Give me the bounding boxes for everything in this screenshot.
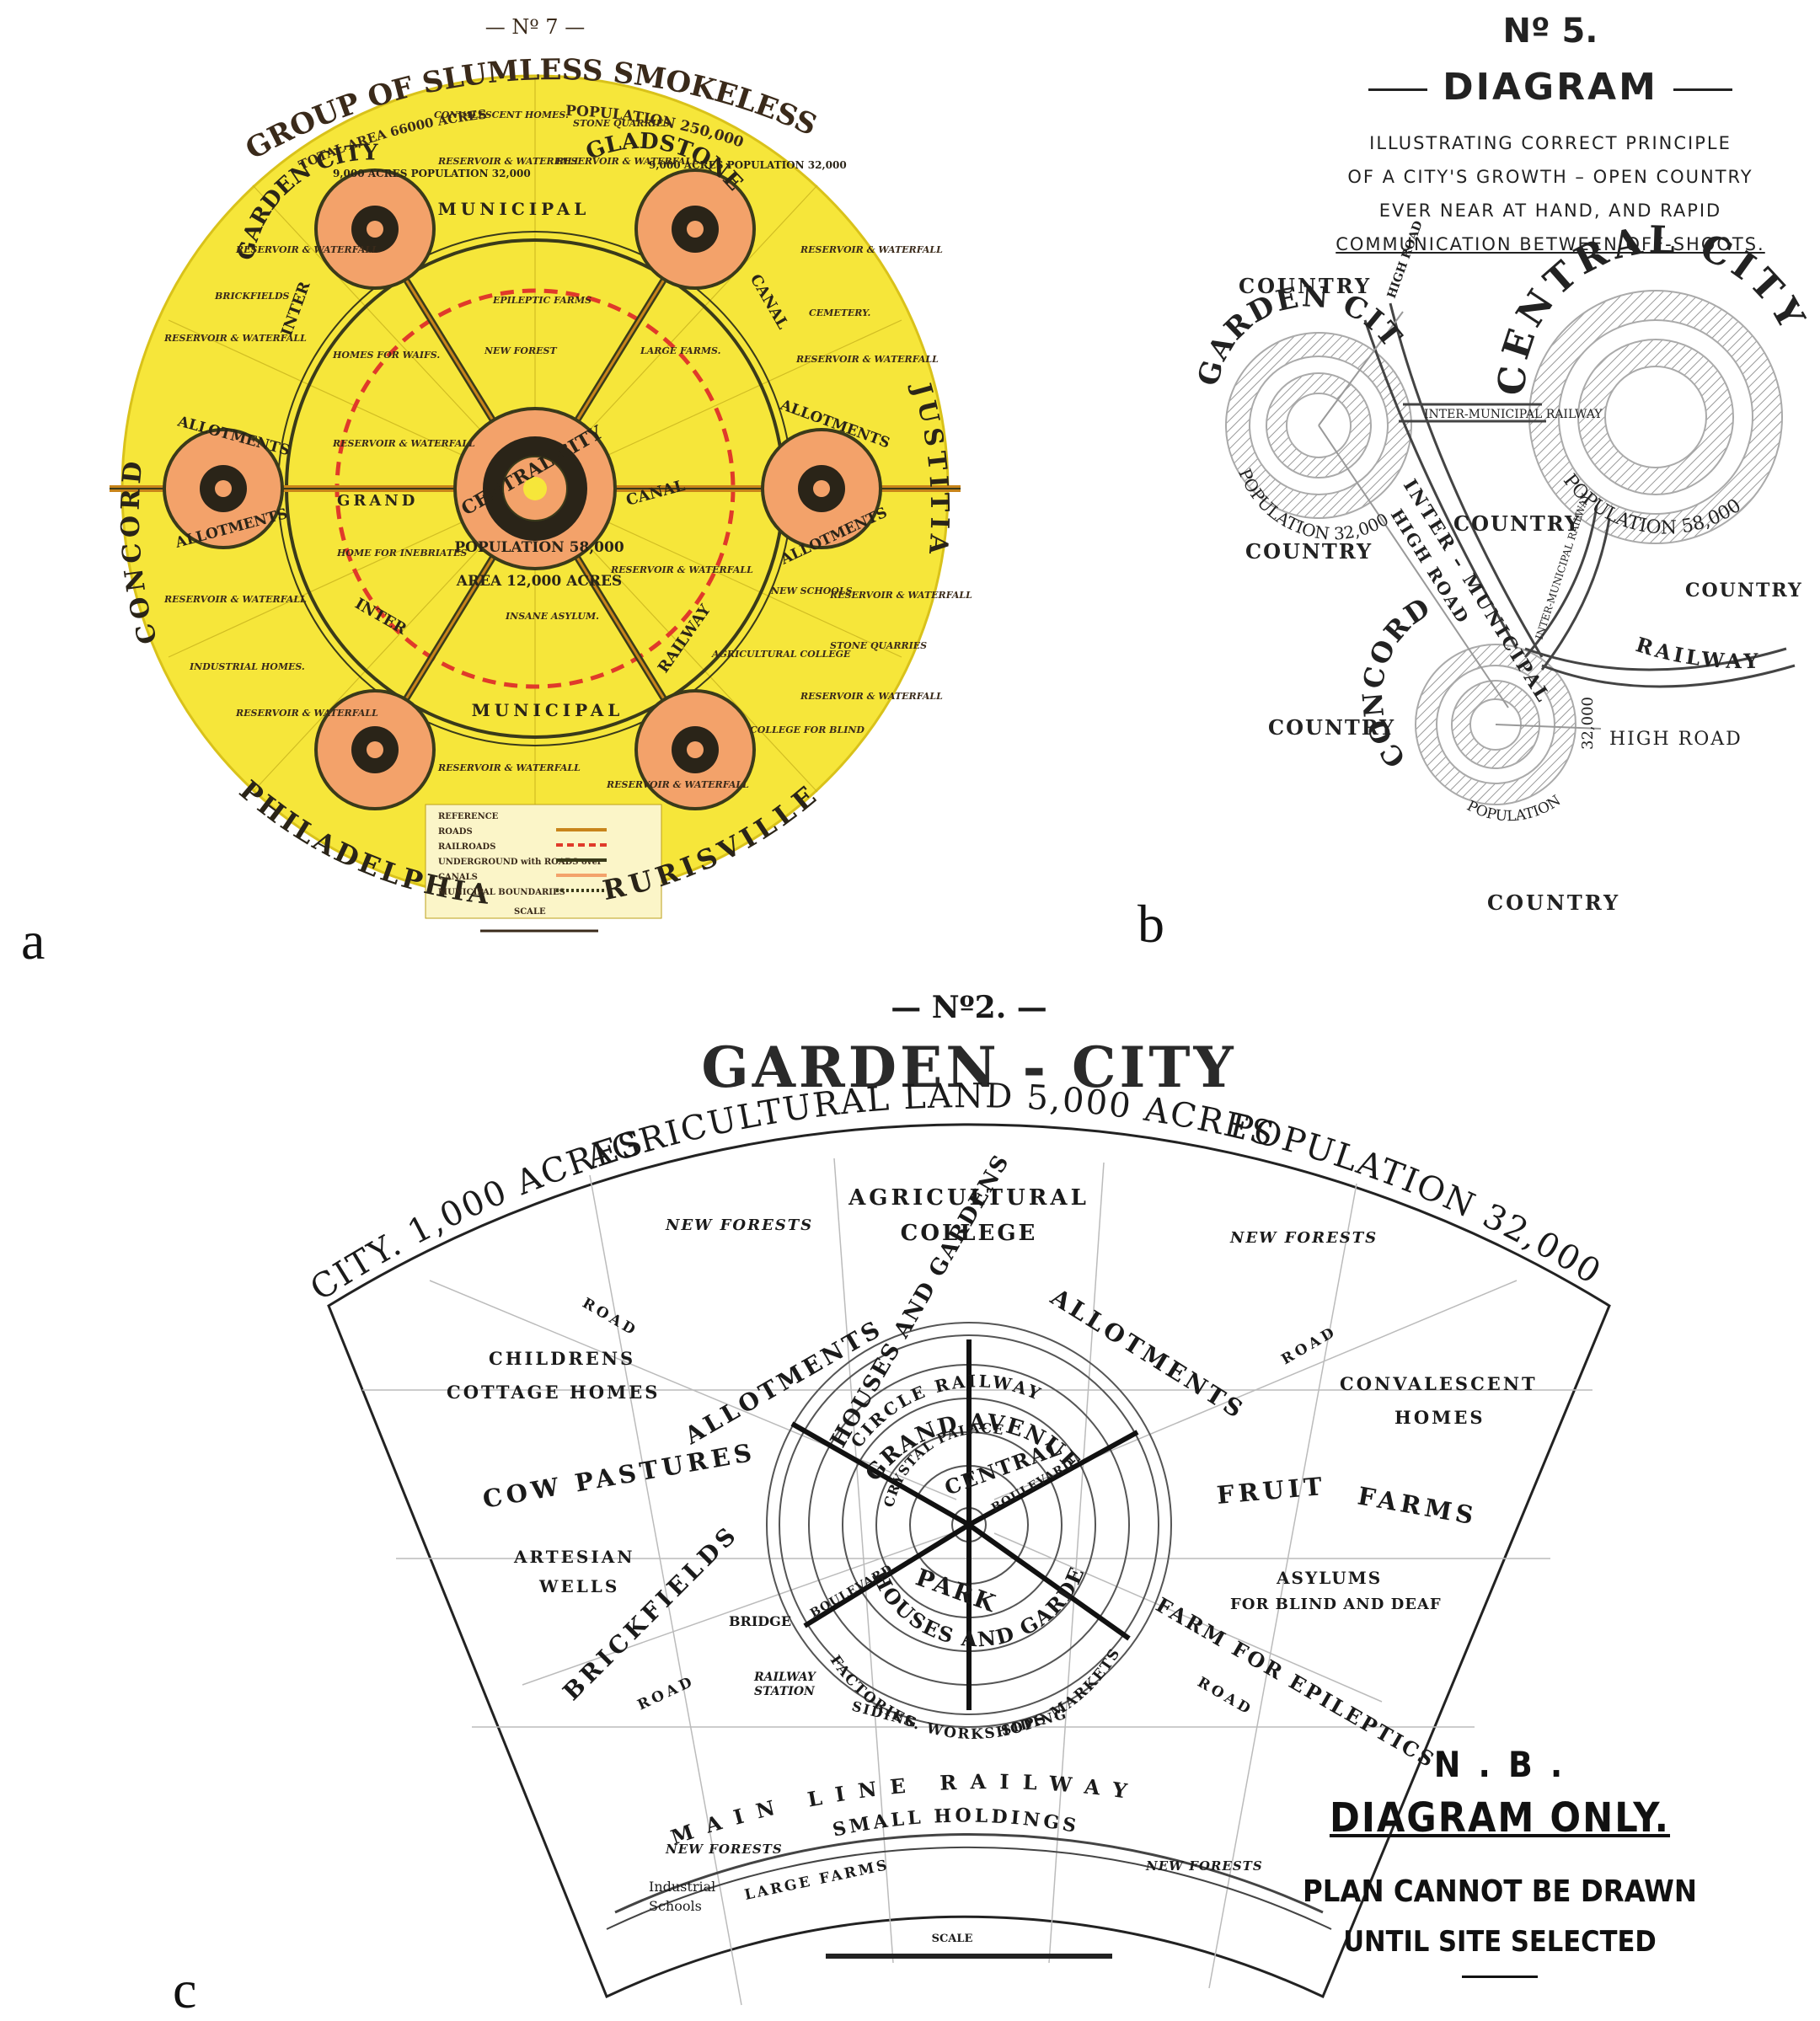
a-stone-quarries-2: STONE QUARRIES — [830, 640, 927, 651]
a-number: — Nº 7 — — [485, 15, 585, 39]
a-large-farms: LARGE FARMS. — [640, 345, 721, 356]
b-desc-line-2: EVER NEAR AT HAND, AND RAPID — [1378, 200, 1722, 221]
a-legend-0: REFERENCE — [438, 812, 499, 821]
b-title: DIAGRAM — [1323, 66, 1778, 109]
a-homes-waifs: HOMES FOR WAIFS. — [332, 350, 440, 361]
a-convalescent: CONVALESCENT HOMES. — [434, 110, 569, 120]
a-reservoir-7: RESERVOIR & WATERFALL — [332, 438, 475, 449]
c-plan-1: PLAN CANNOT BE DRAWN — [1303, 1874, 1697, 1909]
a-legend-4: CANALS — [438, 873, 478, 882]
a-legend-6: SCALE — [514, 907, 546, 917]
a-reservoir-3: RESERVOIR & WATERFALL — [235, 244, 378, 255]
label-b: b — [1138, 894, 1164, 954]
a-agri-college: AGRICULTURAL COLLEGE — [711, 649, 851, 660]
a-epileptic: EPILEPTIC FARMS — [492, 295, 592, 306]
b-title-text: DIAGRAM — [1443, 66, 1658, 109]
central-city — [453, 407, 617, 570]
a-reservoir-6: RESERVOIR & WATERFALL — [795, 354, 939, 365]
a-central-area: AREA 12,000 ACRES — [456, 573, 622, 590]
a-gladstone-stats: 9,000 ACRES POPULATION 32,000 — [649, 159, 847, 171]
a-legend-1: ROADS — [438, 827, 473, 837]
a-reservoir-5: RESERVOIR & WATERFALL — [163, 333, 307, 344]
a-municipal-top: MUNICIPAL — [438, 199, 591, 219]
a-reservoir-14: RESERVOIR & WATERFALL — [606, 779, 749, 790]
a-reservoir-13: RESERVOIR & WATERFALL — [437, 762, 581, 773]
b-desc-line-0: ILLUSTRATING CORRECT PRINCIPLE — [1369, 133, 1732, 153]
a-new-schools: NEW SCHOOLS — [770, 585, 853, 596]
a-insane: INSANE ASYLUM. — [505, 611, 599, 622]
satellite-cities — [163, 168, 882, 810]
a-cemetery: CEMETERY. — [809, 307, 871, 318]
b-desc-line-1: OF A CITY'S GROWTH – OPEN COUNTRY — [1347, 167, 1753, 187]
label-a: a — [21, 911, 46, 970]
a-college-blind: COLLEGE FOR BLIND — [750, 724, 864, 735]
c-diagram-only: DIAGRAM ONLY. — [1329, 1794, 1671, 1842]
label-c: c — [173, 1960, 197, 2019]
c-rule — [1462, 1976, 1538, 1978]
a-reservoir-2: RESERVOIR & WATERFALL — [555, 156, 699, 167]
a-reservoir-1: RESERVOIR & WATERFALL — [437, 156, 581, 167]
a-central-population: POPULATION 58,000 — [454, 539, 624, 556]
a-industrial-homes: INDUSTRIAL HOMES. — [189, 661, 305, 672]
a-stone-quarries: STONE QUARRIES — [573, 118, 670, 129]
b-description: ILLUSTRATING CORRECT PRINCIPLE OF A CITY… — [1323, 126, 1778, 261]
a-legend-3: UNDERGROUND with ROADS over — [438, 858, 602, 867]
a-reservoir-12: RESERVOIR & WATERFALL — [235, 708, 378, 719]
a-reservoir-8: RESERVOIR & WATERFALL — [610, 564, 753, 575]
a-garden-city-stats: 9,000 ACRES POPULATION 32,000 — [333, 168, 531, 179]
a-new-forest: NEW FOREST — [484, 345, 557, 356]
a-reservoir-11: RESERVOIR & WATERFALL — [800, 691, 943, 702]
a-municipal-bottom: MUNICIPAL — [472, 700, 624, 720]
a-reservoir-10: RESERVOIR & WATERFALL — [163, 594, 307, 605]
a-grand: GRAND — [337, 492, 418, 510]
a-reservoir-4: RESERVOIR & WATERFALL — [800, 244, 943, 255]
c-plan-2: UNTIL SITE SELECTED — [1343, 1925, 1657, 1959]
a-reservoir-9: RESERVOIR & WATERFALL — [829, 590, 972, 601]
b-number: Nº 5. — [1502, 12, 1598, 51]
a-homes-inebriates: HOME FOR INEBRIATES — [336, 548, 467, 559]
c-nb: N . B . — [1433, 1744, 1566, 1785]
b-desc-line-3: COMMUNICATION BETWEEN OFF-SHOOTS. — [1336, 234, 1765, 254]
a-brickfields: BRICKFIELDS — [214, 291, 290, 302]
a-legend-2: RAILROADS — [438, 842, 495, 852]
a-legend-5: MUNICIPAL BOUNDARIES — [438, 888, 565, 897]
